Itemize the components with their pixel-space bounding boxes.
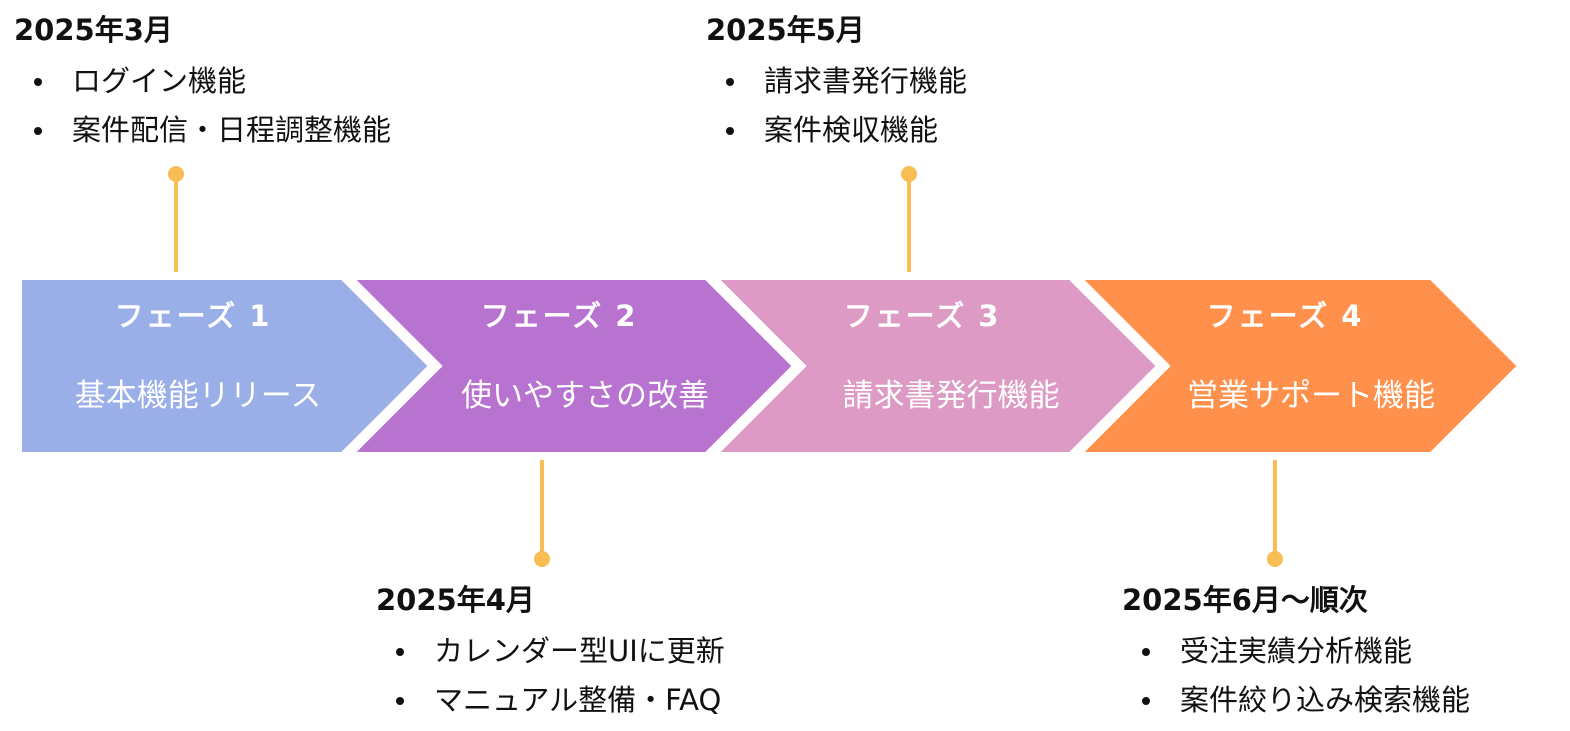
milestone-1-date: 2025年3月 — [14, 13, 173, 47]
milestone-3-list: 請求書発行機能 案件検収機能 — [706, 57, 967, 155]
milestone-1-item-2: 案件配信・日程調整機能 — [14, 106, 391, 155]
milestone-3-item-1-text: 請求書発行機能 — [764, 64, 968, 98]
milestone-1-list: ログイン機能 案件配信・日程調整機能 — [14, 57, 391, 155]
milestone-2-date: 2025年4月 — [376, 583, 535, 617]
bullet-dot — [34, 127, 42, 135]
bullet-dot — [34, 78, 42, 86]
milestone-4-item-2: 案件絞り込み検索機能 — [1122, 676, 1470, 725]
phase-4-name: 営業サポート機能 — [1187, 378, 1435, 414]
milestone-4-item-1-text: 受注実績分析機能 — [1180, 634, 1413, 668]
bullet-dot — [396, 648, 404, 656]
milestone-4-date: 2025年6月〜順次 — [1122, 583, 1368, 617]
milestone-2-item-1: カレンダー型UIに更新 — [376, 627, 725, 676]
phase-1-title: フェーズ 1 — [114, 299, 272, 333]
milestone-3-date: 2025年5月 — [706, 13, 865, 47]
milestone-4-item-1: 受注実績分析機能 — [1122, 627, 1470, 676]
bullet-dot — [396, 697, 404, 705]
bullet-dot — [1142, 648, 1150, 656]
bullet-dot — [1142, 697, 1150, 705]
phase-3-title: フェーズ 3 — [843, 299, 1001, 333]
milestone-4-item-2-text: 案件絞り込み検索機能 — [1180, 683, 1471, 717]
milestone-2-item-2-text: マニュアル整備・FAQ — [434, 683, 722, 717]
milestone-1-item-1-text: ログイン機能 — [72, 64, 247, 98]
phase-2-title: フェーズ 2 — [480, 299, 638, 333]
milestone-2-item-2: マニュアル整備・FAQ — [376, 676, 725, 725]
phase-3-name: 請求書発行機能 — [842, 378, 1060, 414]
milestone-4: 2025年6月〜順次 受注実績分析機能 案件絞り込み検索機能 — [1122, 586, 1470, 725]
bullet-dot — [726, 78, 734, 86]
milestone-3-item-2-text: 案件検収機能 — [764, 113, 939, 147]
milestone-3-item-2: 案件検収機能 — [706, 106, 967, 155]
connector-dot-2 — [534, 551, 550, 567]
milestone-3-item-1: 請求書発行機能 — [706, 57, 967, 106]
connector-dot-4 — [1267, 551, 1283, 567]
milestone-2-item-1-text: カレンダー型UIに更新 — [434, 634, 725, 668]
phase-4-title: フェーズ 4 — [1206, 299, 1364, 333]
milestone-2: 2025年4月 カレンダー型UIに更新 マニュアル整備・FAQ — [376, 586, 725, 725]
phase-2-name: 使いやすさの改善 — [461, 378, 709, 414]
milestone-1-item-1: ログイン機能 — [14, 57, 391, 106]
connector-dot-3 — [901, 166, 917, 182]
milestone-3: 2025年5月 請求書発行機能 案件検収機能 — [706, 16, 967, 155]
milestone-2-list: カレンダー型UIに更新 マニュアル整備・FAQ — [376, 627, 725, 725]
milestone-4-list: 受注実績分析機能 案件絞り込み検索機能 — [1122, 627, 1470, 725]
milestone-1-item-2-text: 案件配信・日程調整機能 — [72, 113, 392, 147]
phase-arrow-4 — [1065, 272, 1528, 460]
phase-1-name: 基本機能リリース — [74, 378, 322, 414]
bullet-dot — [726, 127, 734, 135]
connector-dot-1 — [168, 166, 184, 182]
milestone-1: 2025年3月 ログイン機能 案件配信・日程調整機能 — [14, 16, 391, 155]
